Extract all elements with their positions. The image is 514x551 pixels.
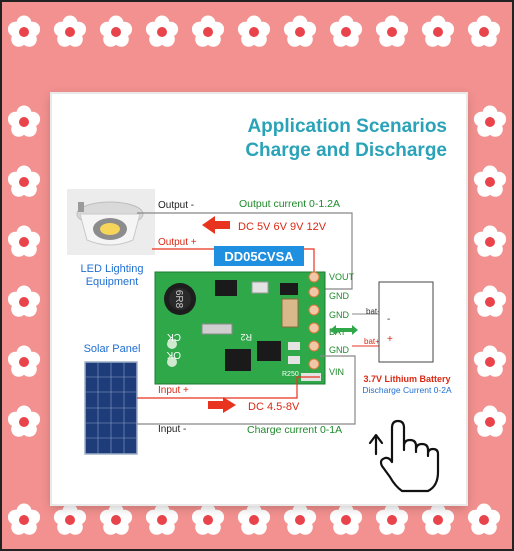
input-minus-wire	[137, 355, 356, 425]
silk-ck: CK	[167, 331, 181, 342]
solar-label: Solar Panel	[84, 343, 141, 355]
pcb-module	[154, 271, 326, 385]
input-minus-label: Input -	[158, 424, 186, 435]
module-name: DD05CVSA	[224, 249, 294, 264]
led-label-line-2: Equipment	[86, 276, 139, 288]
module-name-badge	[214, 246, 304, 266]
battery-box	[378, 281, 434, 363]
led-lamp-image	[67, 189, 155, 255]
output-plus-label: Output +	[158, 237, 197, 248]
pin-vin: VIN	[329, 367, 344, 377]
title-line-2: Charge and Discharge	[245, 140, 447, 161]
input-plus-wire	[137, 376, 320, 399]
output-voltage-label: DC 5V 6V 9V 12V	[238, 221, 327, 233]
output-current-label: Output current 0-1.2A	[239, 198, 340, 210]
output-arrow-icon	[202, 216, 230, 234]
diagram-panel: Application Scenarios Charge and Dischar…	[52, 94, 466, 504]
input-arrow-icon	[208, 397, 236, 413]
battery-discharge: Discharge Current 0-2A	[362, 385, 452, 395]
battery-minus-sign: -	[387, 314, 390, 325]
silk-r250: R250	[282, 371, 299, 378]
battery-plus-sign: +	[387, 334, 393, 345]
application-diagram: Application Scenarios Charge and Dischar…	[67, 116, 452, 493]
title-line-1: Application Scenarios	[247, 116, 447, 137]
input-voltage-label: DC 4.5-8V	[248, 401, 300, 413]
solar-panel-image	[84, 361, 138, 455]
led-label-line-1: LED Lighting	[81, 263, 144, 275]
battery-name: 3.7V Lithium Battery	[363, 374, 450, 384]
output-minus-label: Output -	[158, 200, 194, 211]
silk-r2: R2	[240, 332, 252, 342]
output-minus-wire	[137, 212, 353, 290]
silk-inductor: 6R8	[173, 290, 184, 309]
pin-gnd-1: GND	[329, 291, 350, 301]
bidirectional-arrow-icon	[330, 325, 358, 335]
pin-vout: VOUT	[329, 272, 355, 282]
hand-pointer-icon	[368, 419, 440, 493]
battery-plus-wire-label: bat+	[364, 337, 380, 346]
silk-ok: OK	[166, 349, 181, 360]
input-plus-label: Input +	[158, 385, 189, 396]
charge-current-label: Charge current 0-1A	[247, 424, 342, 436]
pin-gnd-2: GND	[329, 310, 350, 320]
battery-minus-wire-label: bat-	[366, 307, 380, 316]
pin-gnd-3: GND	[329, 345, 350, 355]
